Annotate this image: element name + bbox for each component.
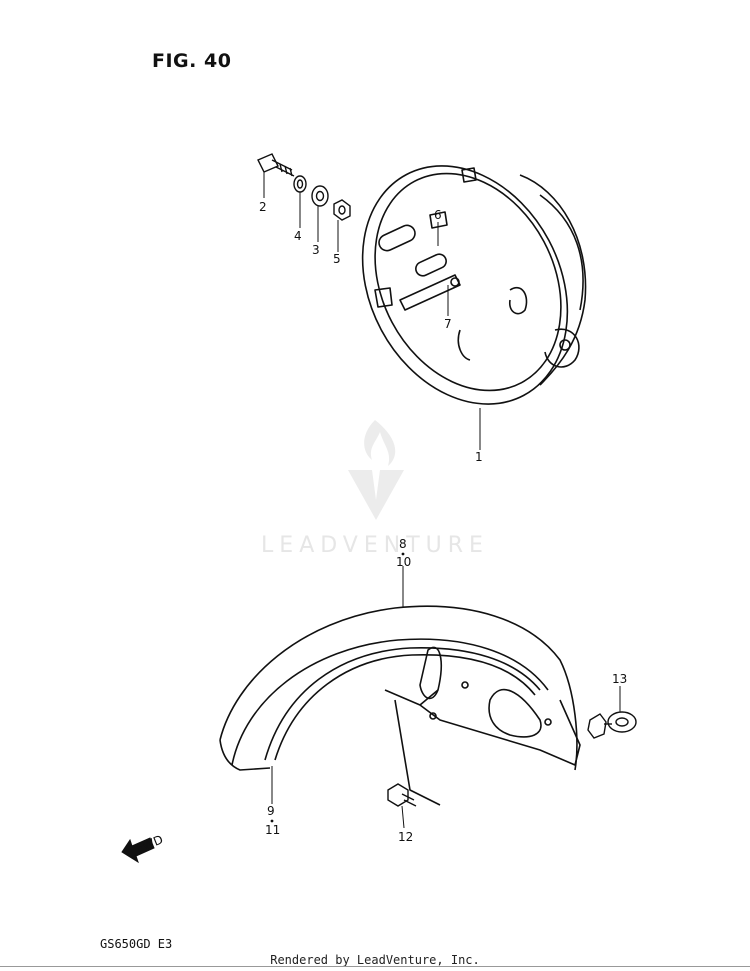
callout-13: 13 xyxy=(612,672,627,686)
figure-title: FIG. 40 xyxy=(152,50,232,72)
nut-part-5 xyxy=(333,199,351,221)
callout-11: 11 xyxy=(265,823,280,837)
fwd-arrow-icon: FWD xyxy=(121,832,165,864)
model-code: GS650GD E3 xyxy=(100,937,173,951)
headlight-housing xyxy=(361,165,587,405)
washer-part-3 xyxy=(311,185,329,207)
leader-lines xyxy=(263,172,621,829)
callout-10: 10 xyxy=(396,555,411,569)
callout-4: 4 xyxy=(294,229,302,243)
callout-5: 5 xyxy=(333,252,341,266)
front-fender xyxy=(219,605,581,806)
callout-3: 3 xyxy=(312,243,320,257)
callout-1: 1 xyxy=(475,450,483,464)
footer-credit: Rendered by LeadVenture, Inc. xyxy=(270,953,480,967)
callout-9: 9 xyxy=(267,804,275,818)
fitting-part-13 xyxy=(587,711,637,739)
bolt-part-2 xyxy=(257,153,295,177)
bolt-part-12 xyxy=(387,783,417,807)
footer-divider xyxy=(0,966,750,967)
callout-8: 8 xyxy=(399,537,407,551)
watermark-logo xyxy=(348,420,404,520)
watermark-text: LEADVENTURE xyxy=(261,533,489,558)
lock-washer-part-4 xyxy=(293,175,307,193)
fwd-label: FWD xyxy=(134,832,165,855)
callout-2: 2 xyxy=(259,200,267,214)
callout-6: 6 xyxy=(434,208,442,222)
callout-12: 12 xyxy=(398,830,413,844)
callout-7: 7 xyxy=(444,317,452,331)
